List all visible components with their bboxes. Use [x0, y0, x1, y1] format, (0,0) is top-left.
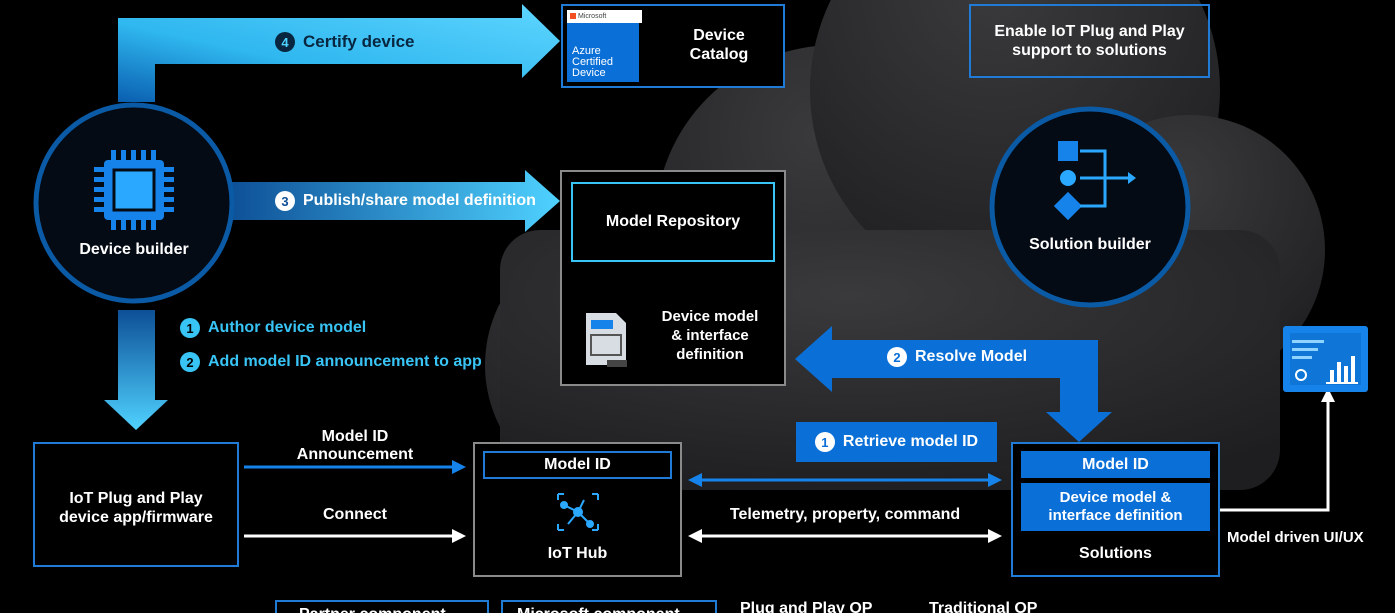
- solution-builder-label: Solution builder: [1029, 236, 1151, 253]
- resolve-model-step: 2 Resolve Model: [887, 347, 1027, 367]
- microsoft-logo: Microsoft: [567, 10, 642, 23]
- legend-plug-and-play-op: Plug and Play OP: [740, 600, 873, 613]
- badge-line: Device: [572, 67, 606, 79]
- certify-label: Certify device: [303, 32, 415, 51]
- model-repository-box: Model Repository: [571, 182, 775, 262]
- workflow-icon: [1053, 141, 1136, 221]
- announcement-arrow: [244, 460, 466, 474]
- dashboard-icon: [1283, 326, 1368, 392]
- model-ui-label: Model driven UI/UX: [1227, 529, 1364, 546]
- device-catalog-title: Device Catalog: [659, 26, 779, 64]
- title-line: Catalog: [689, 46, 749, 63]
- resolve-model-label: Resolve Model: [915, 348, 1028, 365]
- definition-line: Device model: [661, 308, 759, 325]
- definition-line: Device model &: [1059, 489, 1172, 506]
- definition-line: & interface: [671, 327, 749, 344]
- plug-and-play-app-label: IoT Plug and Play device app/firmware: [34, 489, 238, 527]
- definition-line: definition: [676, 346, 744, 363]
- add-model-id-step: 2 Add model ID announcement to app: [180, 352, 482, 372]
- connect-arrow: [244, 529, 466, 543]
- iot-hub-label: IoT Hub: [547, 545, 608, 562]
- legend-traditional-op: Traditional OP: [929, 600, 1038, 613]
- publish-label: Publish/share model definition: [303, 192, 536, 209]
- definition-line: interface definition: [1048, 507, 1183, 524]
- solutions-definition-box: Device model & interface definition: [1021, 483, 1210, 531]
- author-down-arrow: [104, 310, 168, 430]
- solutions-model-id-box: Model ID: [1021, 451, 1210, 478]
- badge-brand: Microsoft: [577, 13, 607, 20]
- telemetry-arrow: [688, 529, 1002, 543]
- azure-certified-badge: Microsoft Azure Certified Device: [567, 10, 642, 82]
- certify-step: 4 Certify device: [275, 32, 415, 52]
- step-number-badge: 4: [275, 32, 295, 52]
- step-number-badge: 2: [887, 347, 907, 367]
- announcement-label: Model ID Announcement: [270, 428, 440, 464]
- author-label: Author device model: [208, 319, 367, 336]
- legend-partner-component: Partner component: [275, 600, 489, 613]
- legend-microsoft-component: Microsoft component: [501, 600, 717, 613]
- device-catalog-box: Microsoft Azure Certified Device Device …: [561, 4, 785, 88]
- badge-line: Azure: [572, 45, 601, 57]
- badge-line: Certified: [572, 56, 613, 68]
- document-icon: [586, 313, 627, 367]
- chip-icon: [94, 150, 174, 230]
- app-line: IoT Plug and Play: [69, 490, 203, 507]
- add-model-id-label: Add model ID announcement to app: [208, 353, 482, 370]
- retrieve-model-id-step: 1 Retrieve model ID: [796, 422, 997, 462]
- step-number-badge: 3: [275, 191, 295, 211]
- hub-solutions-blue-arrow: [688, 473, 1002, 487]
- hub-model-id-box: Model ID: [483, 451, 672, 479]
- resolve-model-arrow: [795, 326, 1112, 442]
- enable-line: support to solutions: [1012, 42, 1167, 59]
- step-number-badge: 2: [180, 352, 200, 372]
- author-step: 1 Author device model: [180, 318, 366, 338]
- publish-arrow: [228, 170, 560, 232]
- repository-definition-label: Device model & interface definition: [640, 307, 780, 364]
- enable-line: Enable IoT Plug and Play: [994, 23, 1185, 40]
- announcement-line: Announcement: [296, 446, 414, 463]
- announcement-line: Model ID: [321, 428, 389, 445]
- solutions-label: Solutions: [1079, 545, 1152, 562]
- telemetry-label: Telemetry, property, command: [729, 506, 961, 523]
- publish-step: 3 Publish/share model definition: [275, 191, 536, 211]
- title-line: Device: [693, 27, 745, 44]
- firmware-box: [33, 442, 239, 567]
- step-number-badge: 1: [180, 318, 200, 338]
- step-number-badge: 1: [814, 432, 835, 452]
- enable-plug-and-play-box: Enable IoT Plug and Play support to solu…: [969, 4, 1210, 78]
- device-builder-label: Device builder: [79, 241, 189, 258]
- badge-text: Azure Certified Device: [572, 46, 613, 79]
- iot-hub-icon: [557, 493, 599, 531]
- app-line: device app/firmware: [59, 509, 213, 526]
- model-ui-arrow: [1220, 388, 1335, 512]
- connect-label: Connect: [323, 506, 387, 523]
- retrieve-model-id-label: Retrieve model ID: [842, 433, 979, 450]
- certify-arrow: [118, 4, 560, 102]
